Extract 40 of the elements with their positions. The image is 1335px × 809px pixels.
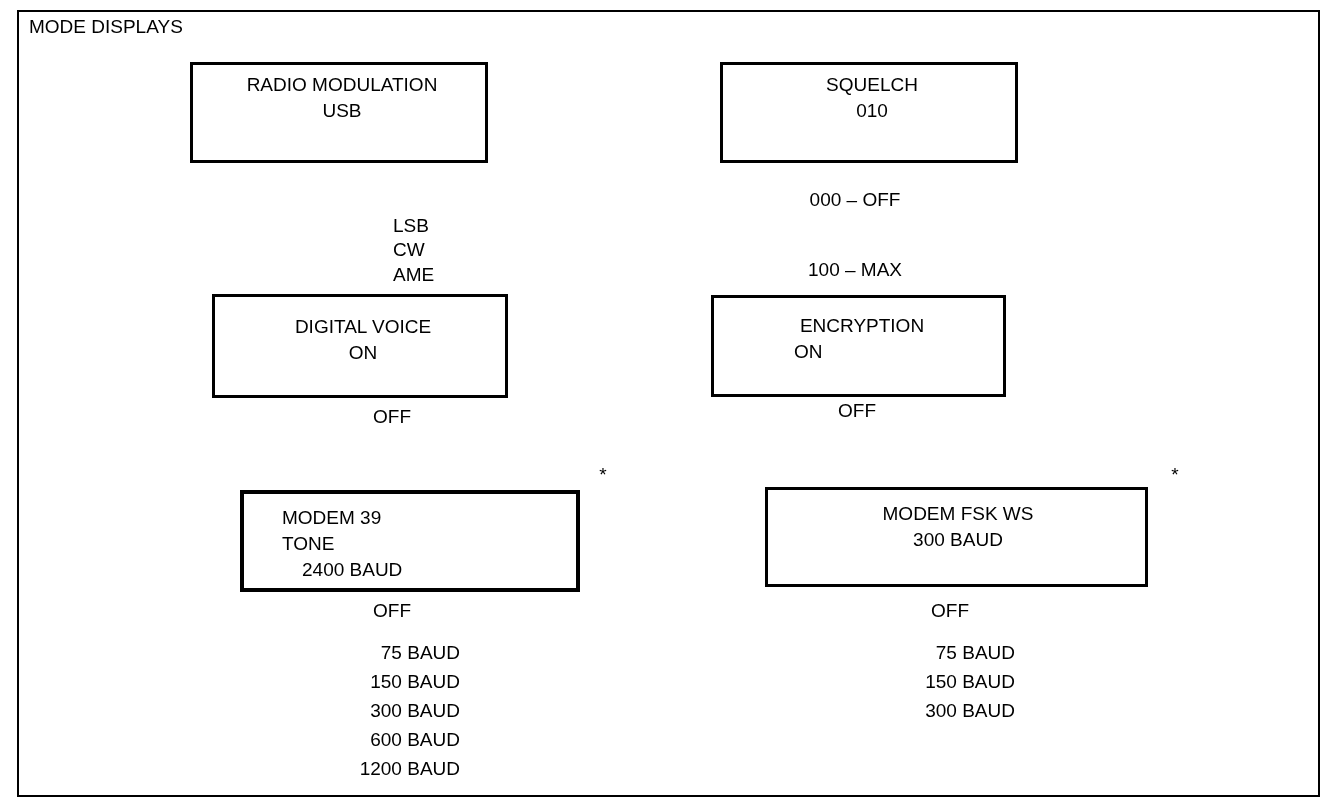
display-box bbox=[240, 490, 580, 592]
footnote-mark: * bbox=[599, 464, 607, 486]
display-box bbox=[765, 487, 1148, 587]
option-text: OFF bbox=[373, 406, 411, 428]
option-text: 300 BAUD bbox=[370, 700, 460, 722]
display-text: ON bbox=[348, 342, 378, 364]
option-text: 000 – OFF bbox=[809, 189, 901, 211]
display-text: SQUELCH bbox=[826, 74, 918, 96]
footnote-mark: * bbox=[1171, 464, 1179, 486]
range-note: 100 – MAX bbox=[808, 259, 902, 281]
display-text: MODEM FSK WS bbox=[882, 503, 1034, 525]
display-text: MODEM 39 bbox=[282, 507, 382, 529]
display-text: ENCRYPTION bbox=[799, 315, 925, 337]
option-text: OFF bbox=[373, 600, 411, 622]
display-text: 010 bbox=[856, 100, 888, 122]
option-text: 150 BAUD bbox=[370, 671, 460, 693]
display-text: USB bbox=[322, 100, 362, 122]
panel-title: MODE DISPLAYS bbox=[29, 16, 183, 38]
display-box bbox=[720, 62, 1018, 163]
option-text: 600 BAUD bbox=[370, 729, 460, 751]
display-text: DIGITAL VOICE bbox=[294, 316, 432, 338]
option-text: 300 BAUD bbox=[925, 700, 1015, 722]
option-text: 75 BAUD bbox=[380, 642, 460, 664]
display-box bbox=[190, 62, 488, 163]
option-text: 75 BAUD bbox=[935, 642, 1015, 664]
display-box bbox=[711, 295, 1006, 397]
display-text: 2400 BAUD bbox=[302, 559, 403, 581]
panel-frame bbox=[17, 10, 1320, 797]
option-text: 150 BAUD bbox=[925, 671, 1015, 693]
option-text: OFF bbox=[931, 600, 969, 622]
display-text: RADIO MODULATION bbox=[246, 74, 438, 96]
display-text: 300 BAUD bbox=[913, 529, 1003, 551]
display-box bbox=[212, 294, 508, 398]
option-text: 1200 BAUD bbox=[359, 758, 460, 780]
display-text: ON bbox=[794, 341, 823, 363]
option-text: AME bbox=[393, 264, 435, 286]
option-text: LSB bbox=[393, 215, 429, 237]
option-text: OFF bbox=[838, 400, 876, 422]
display-text: TONE bbox=[282, 533, 335, 555]
option-text: CW bbox=[393, 239, 425, 261]
